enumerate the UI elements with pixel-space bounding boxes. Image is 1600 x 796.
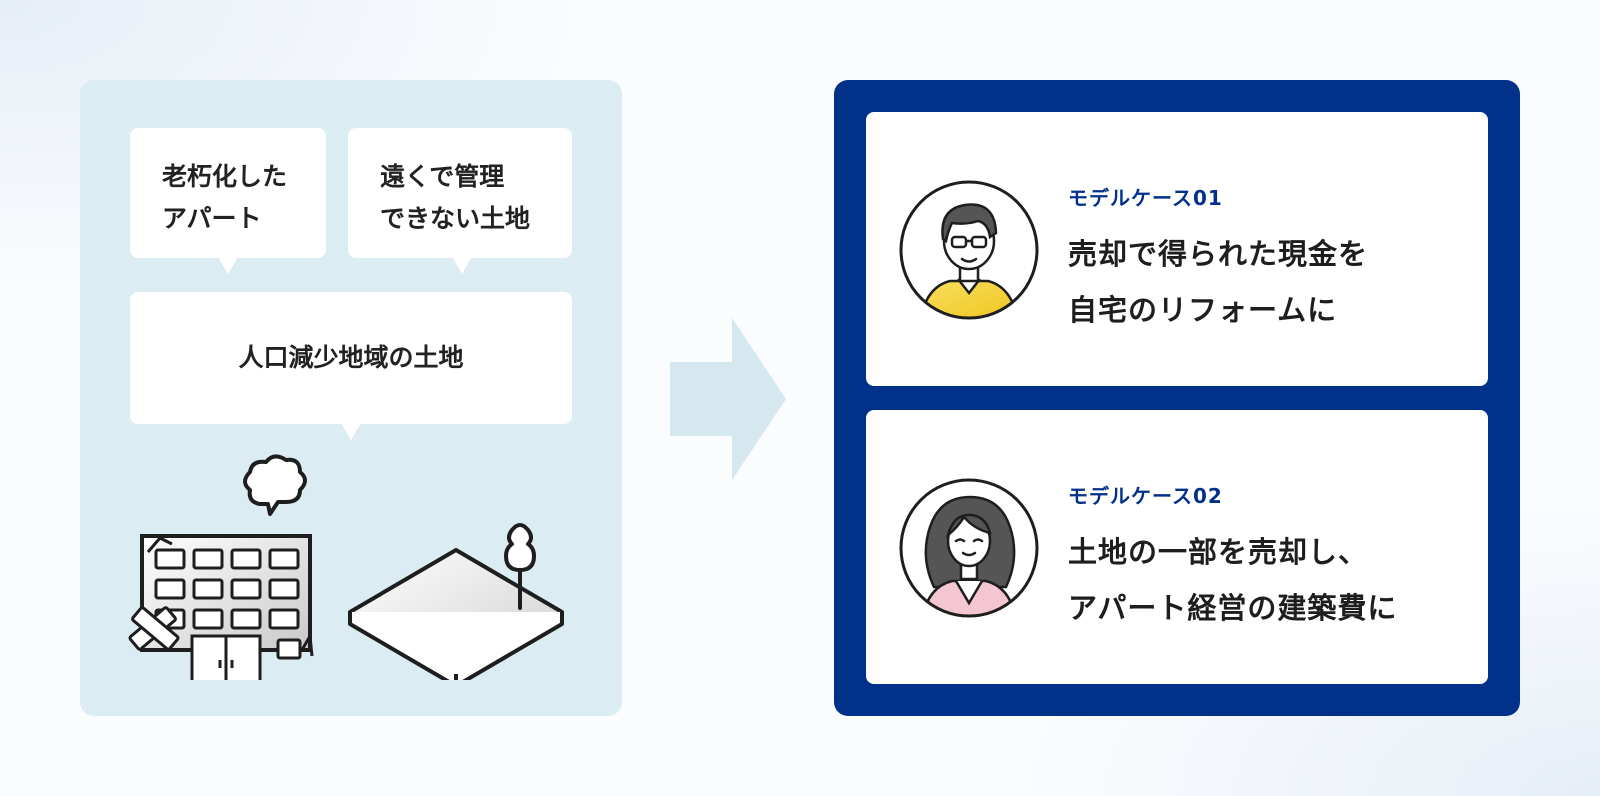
- model-case-card: モデルケース02 土地の一部を売却し、 アパート経営の建築費に: [866, 410, 1488, 684]
- model-case-card: モデルケース01 売却で得られた現金を 自宅のリフォームに: [866, 112, 1488, 386]
- case-title: 売却で得られた現金を 自宅のリフォームに: [1068, 237, 1369, 327]
- case-label: モデルケース01: [1068, 186, 1223, 210]
- tree-icon: [504, 523, 536, 610]
- man-avatar-icon: [899, 180, 1039, 320]
- land-plot-icon: [348, 548, 564, 680]
- bubble-text: 遠くで管理: [380, 162, 505, 191]
- case-title: 土地の一部を売却し、 アパート経営の建築費に: [1068, 535, 1398, 625]
- solution-panel: モデルケース01 売却で得られた現金を 自宅のリフォームに: [834, 80, 1520, 716]
- speech-bubble-depopulated-area: 人口減少地域の土地: [130, 292, 572, 440]
- speech-bubble-old-apartment: 老朽化した アパート: [130, 128, 326, 274]
- arrow-right-icon: [670, 318, 786, 480]
- bubble-text: 老朽化した: [162, 162, 288, 191]
- bubble-text: できない土地: [380, 204, 531, 233]
- speech-bubble-remote-land: 遠くで管理 できない土地: [348, 128, 572, 274]
- land-illustration: [128, 454, 564, 680]
- woman-avatar-icon: [899, 478, 1039, 618]
- bubble-text: アパート: [162, 204, 262, 233]
- problem-panel: 老朽化した アパート 遠くで管理 できない土地 人口減少地域の土地: [80, 80, 622, 716]
- bubble-text: 人口減少地域の土地: [238, 343, 464, 372]
- case-label: モデルケース02: [1068, 484, 1223, 508]
- building-icon: [128, 534, 314, 680]
- cloud-icon: [243, 454, 307, 516]
